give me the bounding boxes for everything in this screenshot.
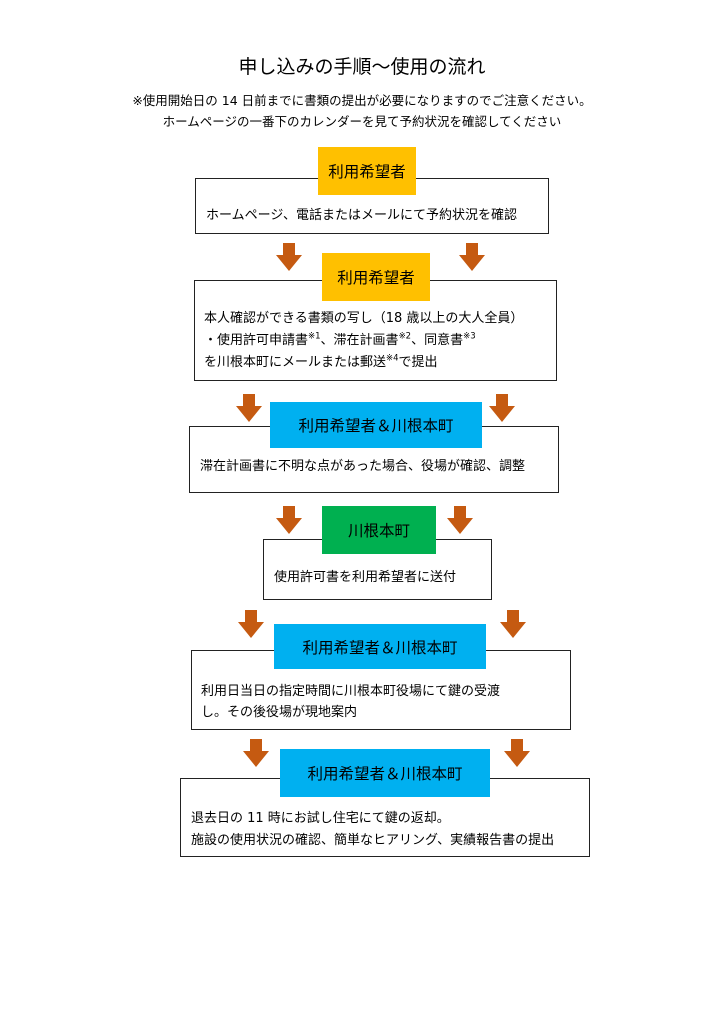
down-arrow-icon [459,243,485,271]
step3-text: 滞在計画書に不明な点があった場合、役場が確認、調整 [200,459,526,474]
down-arrow-icon [243,739,269,767]
step2-tag: 利用希望者 [322,253,430,301]
step6-line1: 退去日の 11 時にお試し住宅にて鍵の返却。 [191,811,450,826]
down-arrow-icon [504,739,530,767]
step6-line2: 施設の使用状況の確認、簡単なヒアリング、実績報告書の提出 [191,833,555,848]
down-arrow-icon [276,506,302,534]
step2-line1: 本人確認ができる書類の写し（18 歳以上の大人全員） [204,311,524,326]
step1-text: ホームページ、電話またはメールにて予約状況を確認 [206,208,517,223]
down-arrow-icon [276,243,302,271]
step5-tag: 利用希望者＆川根本町 [274,624,486,669]
calendar-note: ホームページの一番下のカレンダーを見て予約状況を確認してください [162,114,562,129]
step6-tag: 利用希望者＆川根本町 [280,749,490,797]
step2-line2: ・使用許可申請書※1、滞在計画書※2、同意書※3 [204,331,476,348]
submission-deadline-note: ※使用開始日の 14 日前までに書類の提出が必要になりますのでご注意ください。 [132,93,592,108]
step4-tag: 川根本町 [322,506,436,554]
down-arrow-icon [238,610,264,638]
step5-line2: し。その後役場が現地案内 [201,705,358,720]
step5-line1: 利用日当日の指定時間に川根本町役場にて鍵の受渡 [201,684,501,699]
down-arrow-icon [500,610,526,638]
step6-box: 退去日の 11 時にお試し住宅にて鍵の返却。 施設の使用状況の確認、簡単なヒアリ… [180,778,590,857]
step2-box: 本人確認ができる書類の写し（18 歳以上の大人全員） ・使用許可申請書※1、滞在… [194,280,557,381]
page-title: 申し込みの手順～使用の流れ [238,56,486,78]
down-arrow-icon [489,394,515,422]
down-arrow-icon [236,394,262,422]
down-arrow-icon [447,506,473,534]
step3-tag: 利用希望者＆川根本町 [270,402,482,448]
step2-line3: を川根本町にメールまたは郵送※4で提出 [204,353,438,370]
step1-tag: 利用希望者 [318,147,416,195]
step4-text: 使用許可書を利用希望者に送付 [274,570,457,585]
